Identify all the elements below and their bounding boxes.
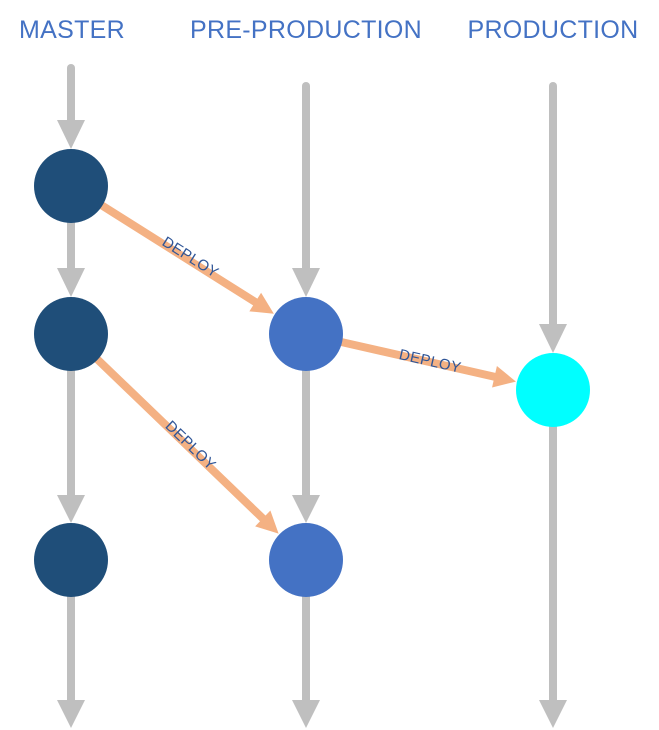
track-arrowhead-prod-8 [539, 324, 567, 353]
node-preprod-1 [269, 297, 343, 371]
column-titles: MASTER PRE-PRODUCTION PRODUCTION [19, 16, 638, 44]
deploy-arrowhead-3 [492, 366, 516, 388]
column-title-master: MASTER [19, 16, 125, 44]
node-preprod-2 [269, 523, 343, 597]
track-arrowhead-preprod-5 [292, 268, 320, 297]
deploy-arrowhead-2 [255, 510, 279, 534]
deploy-label-1: DEPLOY [159, 234, 222, 282]
deploy-arrow-line-2 [92, 354, 267, 523]
track-arrowhead-master-3 [57, 495, 85, 523]
node-master-1 [34, 149, 108, 223]
deploy-label-3: DEPLOY [397, 346, 462, 377]
node-master-2 [34, 297, 108, 371]
deploy-arrows [92, 200, 516, 534]
track-arrowhead-master-1 [57, 120, 85, 149]
track-arrows [57, 64, 567, 728]
commit-nodes [34, 149, 590, 597]
track-arrowhead-master-4 [57, 700, 85, 728]
column-title-preprod: PRE-PRODUCTION [190, 16, 422, 44]
deploy-arrowhead-1 [249, 292, 274, 314]
column-title-prod: PRODUCTION [467, 16, 638, 44]
track-arrowhead-master-2 [57, 268, 85, 297]
track-arrowhead-prod-9 [539, 700, 567, 728]
track-arrowhead-preprod-6 [292, 495, 320, 523]
track-arrowhead-preprod-7 [292, 700, 320, 728]
deploy-arrow-line-1 [96, 200, 260, 307]
deploy-label-2: DEPLOY [162, 418, 219, 474]
deploy-arrow-line-3 [336, 337, 499, 381]
node-master-3 [34, 523, 108, 597]
node-prod-1 [516, 353, 590, 427]
